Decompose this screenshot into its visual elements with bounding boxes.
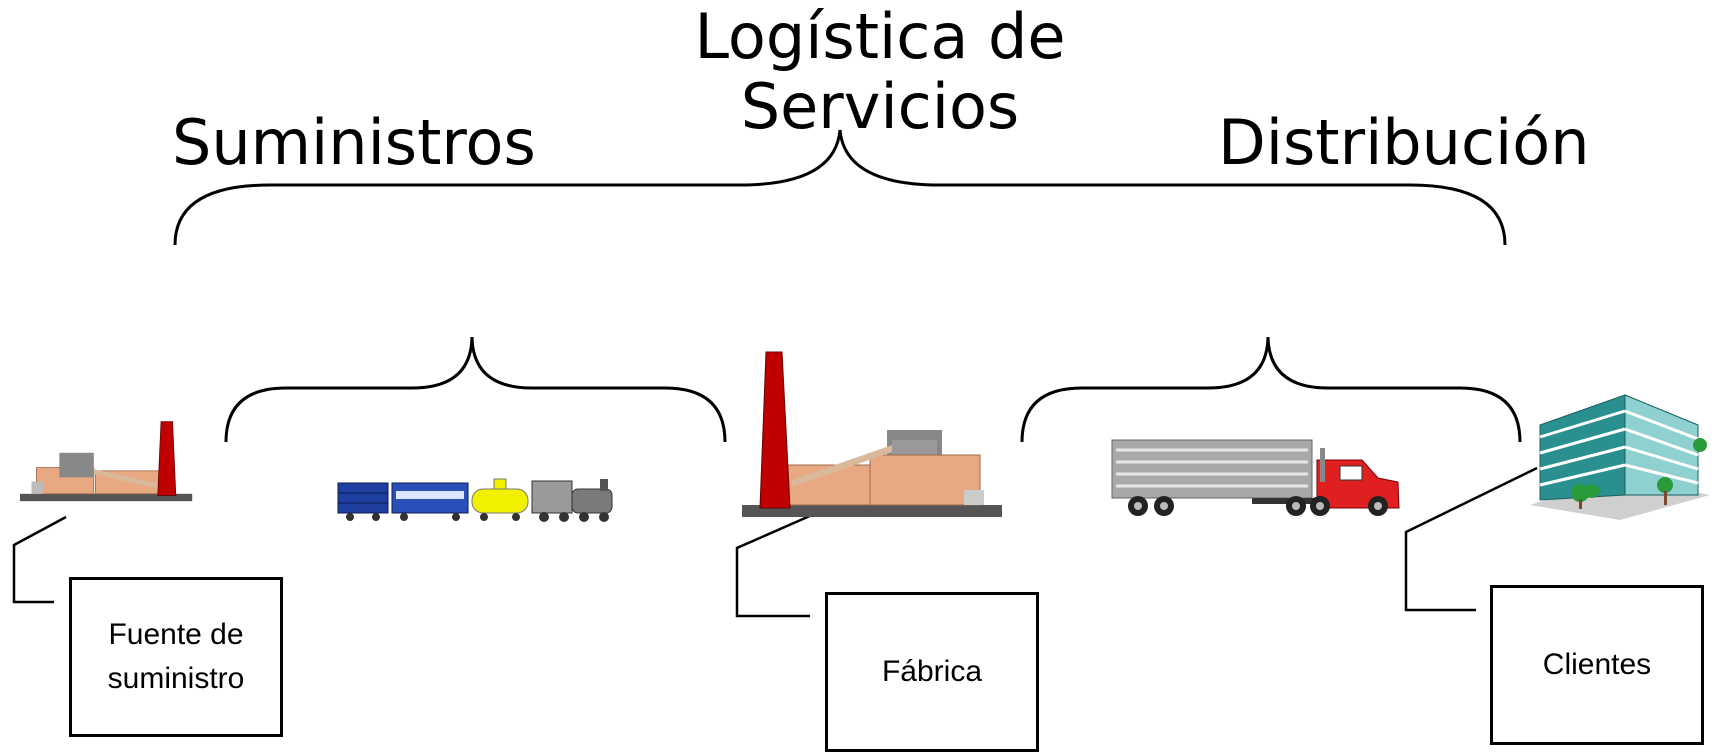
source-label-box: Fuente de suministro bbox=[69, 577, 283, 737]
distribution-brace bbox=[1020, 336, 1522, 443]
train-icon bbox=[337, 478, 613, 522]
top-brace bbox=[173, 129, 1507, 246]
clients-label-box: Clientes bbox=[1490, 585, 1704, 745]
factory-label-box: Fábrica bbox=[825, 592, 1039, 752]
factory-icon bbox=[20, 421, 193, 502]
distribution-title: Distribución bbox=[1218, 106, 1590, 179]
source-callout-line bbox=[12, 515, 67, 604]
source-label: Fuente de suministro bbox=[107, 618, 245, 695]
supplies-title: Suministros bbox=[172, 106, 536, 179]
factory-label: Fábrica bbox=[881, 655, 983, 688]
truck-icon bbox=[1111, 439, 1400, 516]
office-building-icon bbox=[1530, 394, 1710, 520]
clients-callout-line bbox=[1404, 466, 1538, 612]
factory-icon bbox=[742, 351, 1002, 517]
clients-label: Clientes bbox=[1542, 648, 1652, 681]
main-title: Logística de Servicios bbox=[680, 2, 1080, 142]
main-title-line2: Servicios bbox=[740, 70, 1020, 143]
factory-callout-line bbox=[735, 513, 813, 618]
supplies-brace bbox=[224, 336, 727, 443]
main-title-line1: Logística de bbox=[694, 0, 1066, 73]
